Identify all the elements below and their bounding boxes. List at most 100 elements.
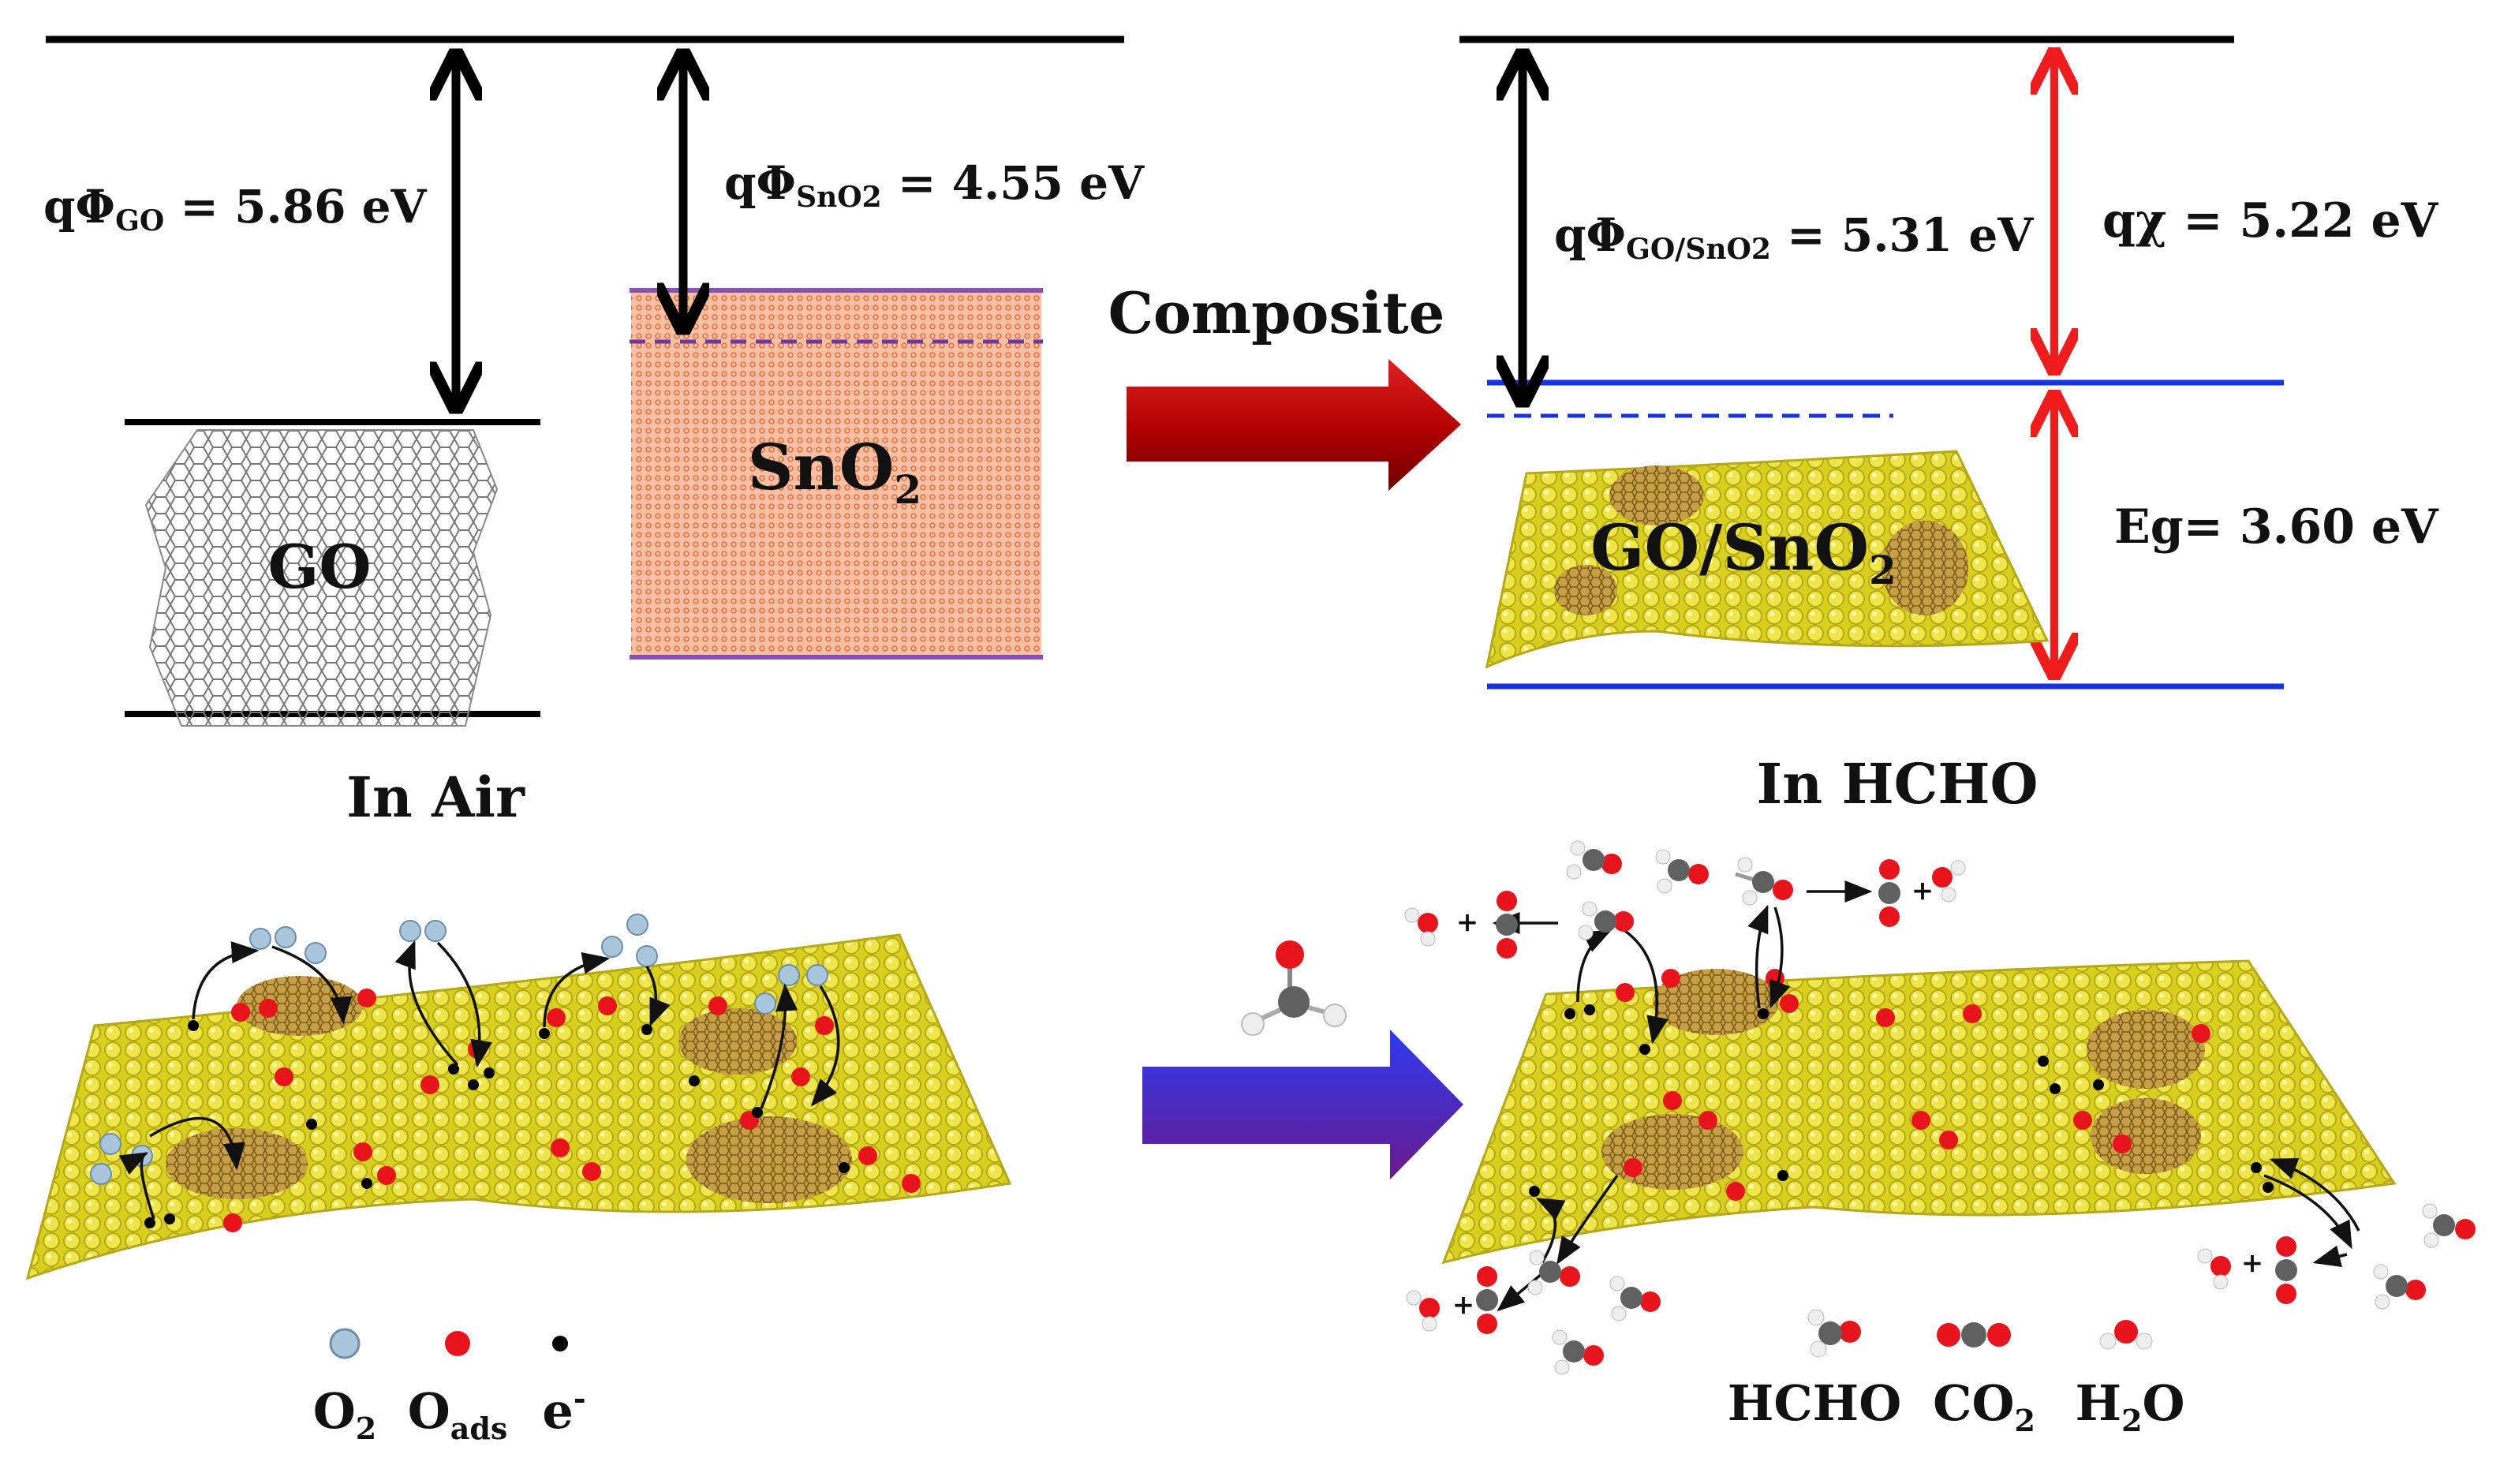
electron — [2050, 1083, 2061, 1094]
electron — [468, 1079, 479, 1090]
o-ads — [1616, 983, 1635, 1002]
composite-sheet: GO/SnO2 — [1485, 450, 2050, 669]
o2-atom — [249, 928, 271, 950]
o-ads — [791, 1067, 810, 1086]
transfer-arrow — [1535, 1198, 1566, 1263]
o-ads — [598, 996, 617, 1015]
hcho-sno2-domain — [2091, 1098, 2201, 1174]
electron — [361, 1178, 372, 1189]
legend-oads-label: Oads — [408, 1382, 508, 1446]
transfer-arrow — [394, 940, 459, 1067]
transfer-arrow — [645, 966, 671, 1027]
electron — [839, 1162, 850, 1173]
o2-atom — [305, 942, 327, 964]
o-ads — [1939, 1131, 1958, 1149]
o-ads — [2192, 1024, 2210, 1043]
electron — [2038, 1056, 2049, 1067]
electron — [1529, 1186, 1540, 1197]
composite-sno2-domain — [1609, 465, 1704, 525]
electron — [306, 1119, 317, 1130]
air-sno2-domain — [678, 1008, 797, 1075]
energy-diagram-separate: GO qΦGO = 5.86 eV SnO2 qΦSnO2 = 4.55 eV — [43, 36, 1145, 727]
reaction-plus: + — [1456, 906, 1479, 938]
transfer-arrow — [149, 1116, 245, 1171]
hcho-exposure — [1142, 940, 1463, 1179]
in-hcho-label: In HCHO — [1757, 751, 2038, 817]
hcho-sno2-domain — [1601, 1114, 1743, 1190]
legend-h2o-icon — [2099, 1320, 2153, 1350]
transfer-arrow — [1624, 929, 1669, 1045]
hcho-molecule — [1566, 840, 1622, 880]
composite-sno2-domain — [1554, 565, 1617, 615]
electron — [539, 1028, 550, 1039]
transfer-arrow — [810, 985, 840, 1107]
o2-atom — [626, 914, 648, 936]
energy-diagram-composite: qΦGO/SnO2 = 5.31 eV qχ = 5.22 eV Eg= 3.6… — [1459, 36, 2439, 690]
h2o-molecule — [1404, 907, 1438, 947]
legend-electron-icon — [552, 1336, 568, 1351]
o2-atom — [399, 920, 421, 942]
electron — [188, 1020, 199, 1031]
o-ads — [1726, 1182, 1745, 1201]
hcho-sno2-domain — [1653, 969, 1779, 1035]
transfer-arrow — [118, 1152, 155, 1220]
legend-co2-icon — [1937, 1322, 2011, 1348]
hcho-gas-molecules — [1404, 840, 2476, 1375]
electron — [641, 1024, 652, 1035]
electron — [752, 1107, 763, 1118]
electron — [144, 1217, 155, 1228]
h2o-molecule — [1406, 1290, 1440, 1332]
air-sno2-domain — [686, 1116, 852, 1203]
electron — [448, 1063, 459, 1075]
in-air-label: In Air — [346, 764, 525, 830]
hcho-molecule — [2373, 1264, 2426, 1310]
phi-go-label: qΦGO = 5.86 eV — [43, 180, 428, 237]
air-electrons — [144, 1020, 850, 1228]
hcho-molecule — [1609, 1276, 1661, 1321]
o-ads — [547, 1008, 566, 1027]
phi-composite-label: qΦGO/SnO2 = 5.31 eV — [1554, 208, 2034, 266]
o-ads — [2073, 1111, 2092, 1130]
o2-atom — [754, 992, 776, 1015]
transfer-arrow — [192, 941, 260, 1020]
hcho-molecule — [1527, 1250, 1580, 1295]
co2-molecule — [2275, 1236, 2297, 1304]
transfer-arrow — [1747, 904, 1769, 1009]
o2-atom — [275, 926, 297, 948]
hcho-molecule — [1735, 857, 1793, 906]
o-ads — [259, 999, 278, 1018]
o2-atom — [424, 920, 447, 942]
o2-atom — [806, 964, 828, 986]
legend-oads-icon — [445, 1331, 470, 1356]
o-ads — [357, 989, 376, 1007]
o-ads — [1624, 1158, 1642, 1177]
co2-molecule — [1476, 1266, 1498, 1334]
electron — [1639, 1044, 1650, 1055]
reaction-plus: + — [2241, 1247, 2264, 1279]
air-adsorbed-oxygen — [223, 989, 921, 1232]
electron — [2093, 1079, 2104, 1090]
o-ads — [1963, 1004, 1982, 1023]
legend-hcho-label: HCHO — [1728, 1374, 1902, 1432]
sno2-label: SnO2 — [748, 430, 921, 513]
electron — [1584, 1004, 1595, 1015]
hcho-arrow — [1142, 1030, 1463, 1179]
hcho-molecule — [1552, 1329, 1604, 1375]
o-ads — [420, 1075, 439, 1094]
legend-o2-icon — [329, 1328, 361, 1359]
composite-sno2-domain — [1882, 521, 1968, 615]
transfer-arrow — [1556, 1174, 1619, 1265]
o-ads — [858, 1146, 877, 1165]
sheet-in-hcho: + + + + — [1404, 840, 2476, 1375]
legend-hcho-icon — [1807, 1309, 1861, 1358]
o2-atom — [601, 936, 623, 958]
sheet-in-air — [25, 914, 1012, 1280]
legend-o2-label: O2 — [313, 1382, 376, 1446]
legend-h2o-label: H2O — [2075, 1374, 2184, 1438]
transfer-arrow — [436, 941, 492, 1068]
hcho-transfer-arrows — [1492, 880, 2360, 1312]
o2-atom — [99, 1133, 121, 1155]
air-transfer-arrows — [118, 940, 840, 1220]
